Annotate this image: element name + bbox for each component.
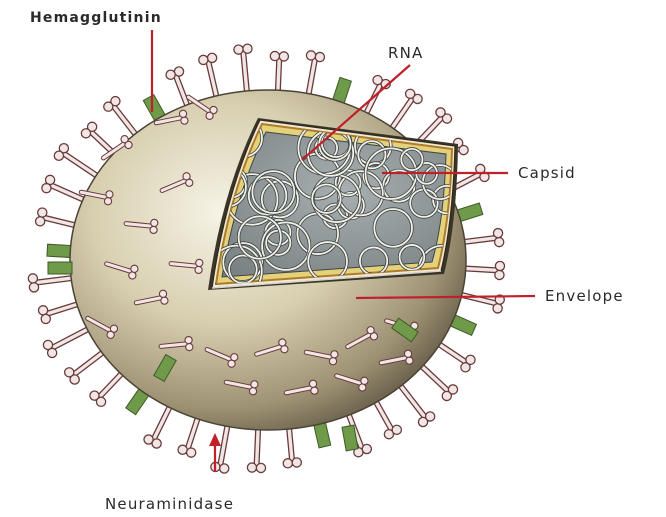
neuraminidase-spike: [65, 351, 106, 385]
neuraminidase-spike: [283, 425, 301, 468]
neuraminidase-spike: [419, 364, 457, 401]
hemagglutinin-spike: [48, 262, 72, 274]
neuraminidase-spike: [365, 75, 390, 116]
neuraminidase-spike: [36, 208, 79, 226]
neuraminidase-arrowhead: [209, 433, 221, 446]
neuraminidase-spike: [270, 51, 288, 94]
neuraminidase-spike: [390, 89, 422, 131]
neuraminidase-spike: [90, 371, 124, 406]
neuraminidase-spike: [166, 67, 188, 109]
label-envelope: Envelope: [545, 287, 624, 305]
neuraminidase-spike: [374, 399, 401, 439]
neuraminidase-spike: [199, 53, 217, 100]
neuraminidase-spike: [234, 44, 252, 95]
neuraminidase-spike: [54, 144, 99, 178]
neuraminidase-spike: [211, 422, 229, 473]
neuraminidase-spike: [43, 328, 90, 358]
neuraminidase-spike: [461, 229, 504, 247]
neuraminidase-spike: [28, 274, 75, 292]
label-hemagglutinin: Hemagglutinin: [30, 10, 162, 26]
neuraminidase-spike: [178, 415, 199, 457]
neuraminidase-spike: [104, 97, 138, 138]
neuraminidase-spike: [398, 383, 434, 427]
neuraminidase-spike: [436, 342, 475, 371]
label-capsid: Capsid: [518, 164, 576, 182]
neuraminidase-spike: [306, 51, 324, 98]
neuraminidase-spike: [462, 261, 505, 279]
label-rna: RNA: [388, 44, 424, 62]
neuraminidase-spike: [247, 426, 265, 473]
label-neuraminidase: Neuraminidase: [105, 495, 234, 513]
neuraminidase-spike: [144, 404, 171, 448]
neuraminidase-spike: [42, 175, 87, 201]
neuraminidase-spike: [38, 303, 80, 323]
